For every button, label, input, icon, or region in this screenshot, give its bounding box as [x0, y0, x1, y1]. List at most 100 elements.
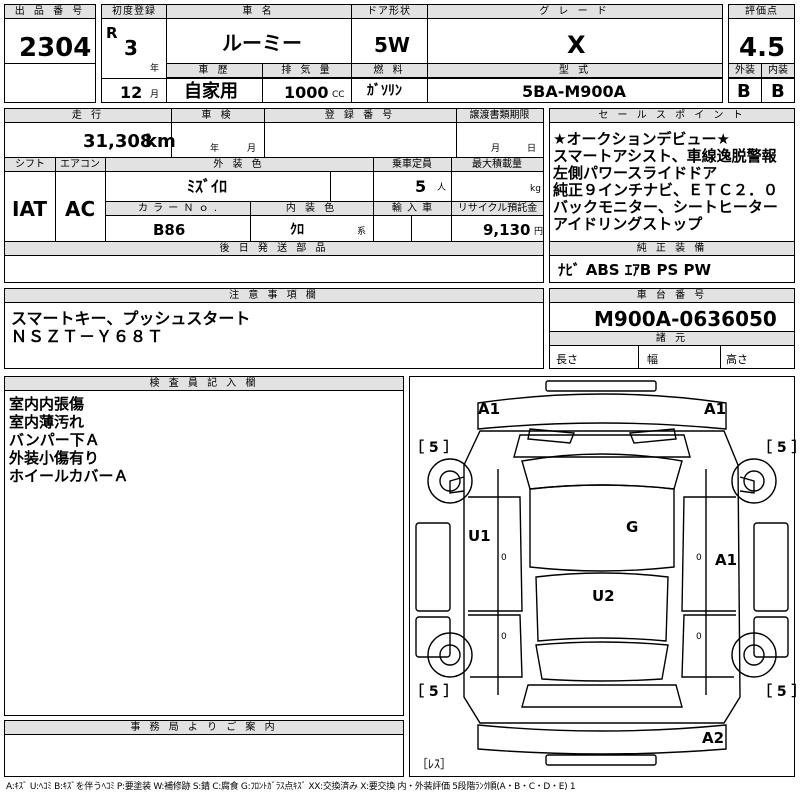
chassis-number: M900A-0636050	[594, 307, 777, 331]
car-name-label: 車 名	[166, 5, 351, 19]
lot-number-box: 出 品 番 号 2304	[4, 4, 96, 103]
ext-color: ﾐｽﾞｲﾛ	[187, 177, 228, 196]
model-code: 5BA-M900A	[522, 82, 627, 101]
damage-mark-right-door: A1	[715, 551, 738, 569]
notes-box: 注 意 事 項 欄 スマートキー、プッシュスタート ＮＳＺＴ－Ｙ６８Ｔ	[4, 288, 544, 369]
wheel-mark: 0	[501, 632, 507, 642]
exterior-label: 外装	[729, 64, 761, 78]
year-unit: 年	[150, 64, 160, 74]
damage-mark-rear: U2	[592, 587, 615, 605]
max-load-label: 最大積載量	[451, 158, 543, 172]
first-reg-month: 12	[120, 83, 143, 102]
recycle-deposit: 9,130	[483, 221, 531, 239]
capacity: 5	[415, 177, 427, 196]
inspector-box: 検 査 員 記 入 欄 室内内張傷 室内薄汚れ バンパー下Ａ 外装小傷有り ホイ…	[4, 376, 404, 716]
door-label: ドア形状	[351, 5, 427, 19]
sales-points-label: セ ー ル ス ポ イ ン ト	[550, 109, 794, 123]
km-unit: km	[145, 131, 176, 152]
lot-number: 2304	[19, 33, 92, 63]
sales-point-line: アイドリングストップ	[553, 215, 703, 233]
later-parts-label: 後 日 発 送 部 品	[5, 242, 543, 256]
ext-color-label: 外 装 色	[105, 158, 373, 172]
inspection-month-unit: 月	[247, 144, 257, 154]
score-box: 評価点 4.5 外装 内装 B B	[728, 4, 795, 103]
inspector-note: 室内薄汚れ	[9, 413, 85, 431]
office-label: 事 務 局 よ り ご 案 内	[5, 721, 403, 735]
sales-point-line: 純正９インチナビ、ＥＴＣ２．０	[553, 181, 779, 199]
overall-score: 4.5	[739, 33, 786, 63]
int-color-unit: 系	[357, 227, 367, 237]
capacity-label: 乗車定員	[373, 158, 451, 172]
shift: IAT	[12, 197, 48, 221]
height-label: 高さ	[726, 353, 748, 366]
int-color-label: 内 装 色	[250, 202, 373, 216]
damage-mark-left-side: U1	[468, 527, 491, 545]
mileage: 31,308	[83, 131, 153, 152]
tire-tread-front-right: ［ 5 ］	[758, 440, 806, 456]
air-conditioner: AC	[65, 197, 96, 221]
damage-mark-front-left: A1	[478, 400, 501, 418]
car-diagram: A1 A1 U1 G A1 U2 A2 ［ 5 ］ ［ 5 ］ ［ 5 ］ ［ …	[409, 376, 806, 777]
inspector-note: ホイールカバーＡ	[9, 467, 129, 485]
inspection-label: 車 検	[171, 109, 264, 123]
equipment-list: ﾅﾋﾞ ABS ｴｱB PS PW	[558, 261, 712, 279]
month-unit: 月	[150, 90, 160, 100]
max-load-unit: kg	[530, 184, 541, 194]
inspection-year-unit: 年	[210, 144, 220, 154]
notes-label: 注 意 事 項 欄	[5, 289, 543, 303]
spec-label: 諸 元	[550, 332, 794, 346]
vehicle-history: 自家用	[184, 81, 238, 102]
score-label: 評価点	[729, 5, 794, 19]
car-outline-diagram	[415, 380, 789, 766]
tire-tread-rear-left: ［ 5 ］	[410, 684, 458, 700]
header-top-band: 初度登録 車 名 ドア形状 グ レ ー ド R 3 年 12 月 ルーミー 5W…	[101, 4, 723, 103]
transfer-day-unit: 日	[527, 144, 537, 154]
displacement: 1000	[284, 83, 329, 102]
color-number: B86	[153, 221, 186, 239]
transfer-month-unit: 月	[491, 144, 501, 154]
sales-points-list: ★オークションデビュー★ スマートアシスト、車線逸脱警報 左側パワースライドドア…	[553, 131, 778, 233]
wheel-mark: 0	[501, 553, 507, 563]
damage-mark-rear-bumper: A2	[702, 729, 725, 747]
damage-mark-front-right: A1	[704, 400, 727, 418]
grade: X	[567, 31, 586, 59]
ac-label: エアコン	[55, 158, 105, 172]
inspector-note: 外装小傷有り	[9, 449, 100, 467]
wheel-mark: 0	[696, 553, 702, 563]
interior-grade: B	[771, 81, 785, 102]
note-line: ＮＳＺＴ－Ｙ６８Ｔ	[11, 327, 165, 346]
era-mark: R	[106, 24, 118, 42]
chassis-label: 車 台 番 号	[550, 289, 794, 303]
grade-label: グ レ ー ド	[427, 5, 722, 19]
wheel-mark: 0	[696, 632, 702, 642]
recycle-unit: 円	[534, 227, 544, 237]
car-name: ルーミー	[222, 31, 302, 55]
details-box: 走 行 車 検 登 録 番 号 譲渡書類期限 31,308 km 年 月 月 日…	[4, 108, 544, 283]
notes-list: スマートキー、プッシュスタート ＮＳＺＴ－Ｙ６８Ｔ	[11, 310, 250, 346]
import-label: 輸 入 車	[374, 202, 451, 216]
equipment-label: 純 正 装 備	[550, 242, 794, 256]
mileage-label: 走 行	[5, 109, 171, 123]
fuel: ｶﾞｿﾘﾝ	[367, 83, 402, 99]
legend: A:ｷｽﾞ U:ﾍｺﾐ B:ｷｽﾞを伴うﾍｺﾐ P:要塗装 W:補修跡 S:錆 …	[6, 782, 576, 792]
door-type: 5W	[374, 33, 410, 57]
exterior-grade: B	[737, 81, 751, 102]
inspector-label: 検 査 員 記 入 欄	[5, 377, 403, 391]
sales-point-line: 左側パワースライドドア	[553, 164, 718, 182]
color-no-label: カ ラ ー Ｎ ｏ .	[106, 202, 250, 216]
int-color: ｸﾛ	[290, 222, 304, 238]
first-reg-year: 3	[124, 36, 138, 60]
lot-number-label: 出 品 番 号	[5, 5, 95, 19]
spare-tire-note: ［ﾚｽ］	[416, 757, 453, 771]
inspector-note: バンパー下Ａ	[9, 431, 100, 449]
capacity-unit: 人	[437, 183, 447, 193]
width-label: 幅	[647, 353, 658, 366]
inspector-note: 室内内張傷	[9, 395, 85, 413]
sales-point-line: バックモニター、シートヒーター	[553, 198, 778, 216]
first-reg-label: 初度登録	[102, 5, 166, 19]
chassis-box: 車 台 番 号 M900A-0636050 諸 元 長さ 幅 高さ	[549, 288, 795, 369]
cc-unit: CC	[332, 90, 345, 100]
recycle-label: リサイクル預託金	[452, 202, 543, 216]
damage-mark-glass: G	[626, 518, 639, 536]
interior-label: 内装	[762, 64, 794, 78]
